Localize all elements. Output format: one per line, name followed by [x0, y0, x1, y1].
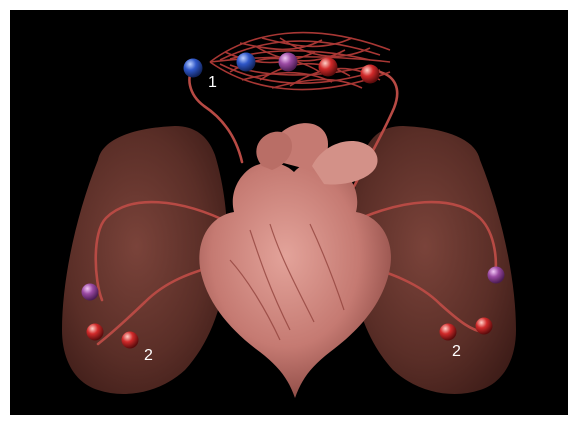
blood-cell-icon — [361, 65, 380, 84]
label-1: 1 — [208, 74, 217, 91]
blood-cell-icon — [440, 324, 457, 341]
blood-cell-icon — [184, 59, 203, 78]
diagram-canvas: 1 2 2 — [10, 10, 568, 415]
blood-cell-icon — [319, 58, 338, 77]
blood-cell-icon — [488, 267, 505, 284]
blood-cell-icon — [87, 324, 104, 341]
label-2-left: 2 — [144, 347, 153, 364]
circulation-diagram: 1 2 2 — [10, 10, 568, 415]
blood-cell-icon — [476, 318, 493, 335]
blood-cell-icon — [122, 332, 139, 349]
blood-cell-icon — [279, 53, 298, 72]
label-2-right: 2 — [452, 343, 461, 360]
blood-cell-icon — [82, 284, 99, 301]
heart-icon — [199, 123, 391, 398]
blood-cell-icon — [237, 53, 256, 72]
